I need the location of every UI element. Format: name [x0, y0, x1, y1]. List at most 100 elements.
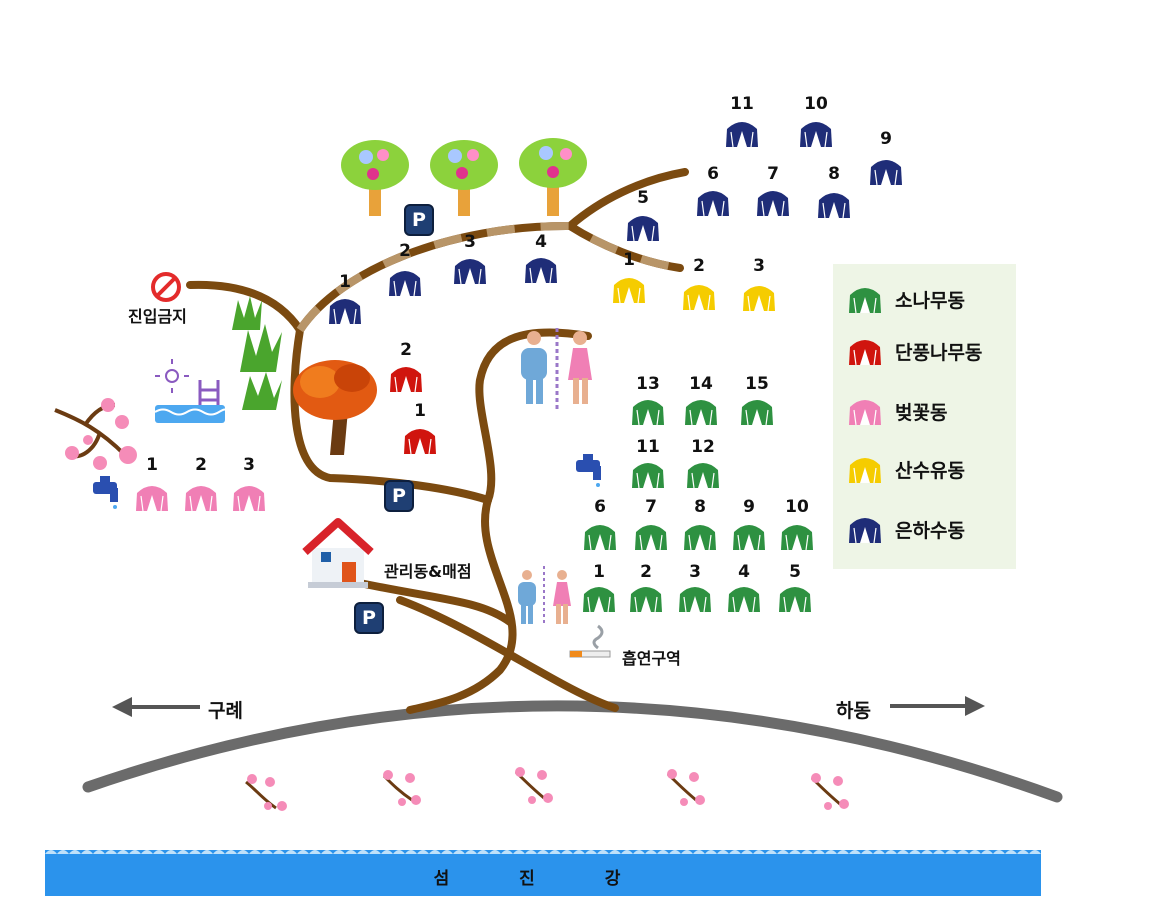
faucet-icon [93, 476, 118, 509]
house-icon [302, 518, 374, 588]
tent-icon [630, 459, 666, 489]
tent-icon [581, 583, 617, 613]
cigarette-icon [569, 624, 611, 658]
tent-icon [731, 521, 767, 551]
tent-icon [683, 396, 719, 426]
site-number-cherry: 1 [146, 455, 158, 475]
legend-label: 벚꽃동 [895, 402, 948, 424]
tent-icon [695, 187, 731, 217]
tent-icon [628, 583, 664, 613]
site-number-pine: 9 [743, 497, 755, 517]
site-number-pine: 10 [785, 497, 809, 517]
cherry-blossom-icon [666, 769, 705, 806]
site-number-pine: 8 [694, 497, 706, 517]
tent-icon [633, 521, 669, 551]
tent-icon [816, 189, 852, 219]
arrow-right-icon [890, 696, 985, 716]
river: 섬 진 강 [45, 850, 1041, 896]
tent-icon [777, 583, 813, 613]
arrow-left-icon [112, 697, 200, 717]
site-number-galaxy: 8 [828, 164, 840, 184]
site-number-pine: 14 [689, 374, 713, 394]
site-number-galaxy: 7 [767, 164, 779, 184]
right-direction-label: 하동 [836, 700, 871, 722]
tent-icon [677, 583, 713, 613]
site-number-pine: 3 [689, 562, 701, 582]
highway [82, 700, 1063, 803]
site-number-pine: 4 [738, 562, 750, 582]
site-number-pine: 1 [593, 562, 605, 582]
legend-label: 단풍나무동 [895, 342, 983, 364]
cherry-blossom-icon [382, 770, 421, 806]
restroom-icon [518, 566, 571, 626]
tent-icon [741, 282, 777, 312]
parking-sign: P [384, 480, 414, 512]
site-number-pine: 15 [745, 374, 769, 394]
legend-label: 은하수동 [895, 520, 965, 542]
pool-icon [154, 359, 228, 423]
tent-icon [611, 274, 647, 304]
tent-icon [582, 521, 618, 551]
tent-icon [847, 396, 883, 426]
tent-icon [183, 482, 219, 512]
legend: 소나무동 단풍나무동 벚꽃동 산수유동 은하수동 [833, 264, 1016, 569]
site-number-galaxy: 11 [730, 94, 754, 114]
river-name: 섬 진 강 [433, 869, 653, 889]
site-number-maple: 2 [400, 340, 412, 360]
tent-icon [847, 454, 883, 484]
site-number-maple: 1 [414, 401, 426, 421]
tent-icon [847, 284, 883, 314]
site-number-galaxy: 4 [535, 232, 547, 252]
cherry-blossom-icon [810, 773, 849, 810]
site-number-cherry: 3 [243, 455, 255, 475]
smoking-label: 흡연구역 [622, 649, 681, 668]
site-number-cornus: 2 [693, 256, 705, 276]
tent-icon [231, 482, 267, 512]
flower-tree-icon [341, 140, 409, 216]
tent-icon [868, 156, 904, 186]
cherry-blossom-icon [245, 774, 287, 811]
site-number-pine: 6 [594, 497, 606, 517]
tent-icon [625, 212, 661, 242]
tent-icon [847, 514, 883, 544]
site-number-galaxy: 2 [399, 241, 411, 261]
legend-label: 소나무동 [895, 290, 965, 312]
tent-icon [134, 482, 170, 512]
faucet-icon [576, 454, 601, 487]
tent-icon [402, 425, 438, 455]
site-number-pine: 7 [645, 497, 657, 517]
no-entry-icon [151, 272, 181, 302]
flower-tree-icon [519, 138, 587, 216]
tent-icon [847, 336, 883, 366]
site-number-galaxy: 10 [804, 94, 828, 114]
tent-icon [387, 267, 423, 297]
cherry-blossom-icon [54, 398, 137, 470]
left-direction-label: 구례 [208, 700, 243, 722]
site-number-pine: 13 [636, 374, 660, 394]
tent-icon [388, 363, 424, 393]
site-number-pine: 11 [636, 437, 660, 457]
site-number-pine: 5 [789, 562, 801, 582]
upper-road-dash [296, 221, 681, 333]
site-number-galaxy: 1 [339, 272, 351, 292]
tent-icon [755, 187, 791, 217]
tent-icon [630, 396, 666, 426]
restroom-icon [521, 328, 592, 410]
tent-icon [779, 521, 815, 551]
grass-icon [232, 296, 282, 410]
site-number-galaxy: 3 [464, 232, 476, 252]
tent-icon [685, 459, 721, 489]
tent-icon [739, 396, 775, 426]
tent-icon [798, 118, 834, 148]
site-number-galaxy: 9 [880, 129, 892, 149]
tent-icon [452, 255, 488, 285]
flower-tree-icon [430, 140, 498, 216]
tent-icon [682, 521, 718, 551]
site-number-pine: 2 [640, 562, 652, 582]
office-label: 관리동&매점 [384, 562, 472, 581]
tent-icon [681, 281, 717, 311]
parking-sign: P [354, 602, 384, 634]
tent-icon [726, 583, 762, 613]
